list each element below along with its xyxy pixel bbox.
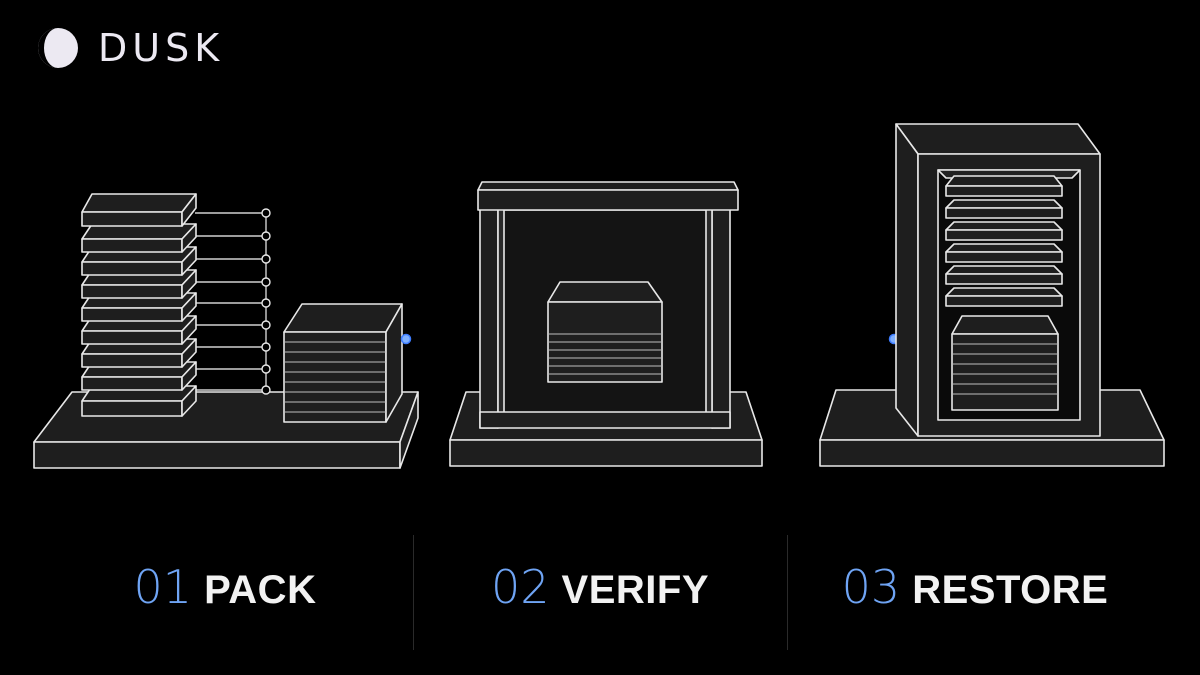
step-label: VERIFY bbox=[561, 568, 710, 612]
packed-cube bbox=[283, 303, 403, 423]
shelf bbox=[945, 221, 1063, 241]
restored-cube bbox=[951, 315, 1059, 411]
verified-cube bbox=[547, 281, 663, 383]
shelf bbox=[945, 265, 1063, 285]
step-number: 01 bbox=[133, 560, 193, 614]
step-number: 02 bbox=[490, 560, 550, 614]
shelf bbox=[945, 243, 1063, 263]
brand-name: DUSK bbox=[98, 26, 225, 70]
step-number: 03 bbox=[841, 560, 901, 614]
restore-shelves bbox=[945, 175, 1063, 307]
pack-connector-rail bbox=[195, 212, 267, 391]
pack-station bbox=[33, 193, 419, 469]
frame-pillar-left bbox=[479, 207, 505, 429]
frame-pillar-right bbox=[705, 207, 731, 429]
step-divider bbox=[413, 535, 414, 650]
shelf bbox=[945, 175, 1063, 197]
shelf bbox=[945, 199, 1063, 219]
plate bbox=[81, 193, 197, 227]
step-pack: 01 PACK bbox=[45, 560, 405, 630]
step-label: PACK bbox=[204, 568, 317, 612]
step-label: RESTORE bbox=[912, 568, 1109, 612]
verify-station bbox=[449, 181, 763, 467]
plate bbox=[81, 246, 197, 276]
connector-pack-verify bbox=[400, 333, 484, 345]
step-divider bbox=[787, 535, 788, 650]
brand-logo: DUSK bbox=[36, 26, 224, 70]
pack-connector-nodes bbox=[261, 208, 271, 395]
connector-verify-restore bbox=[730, 333, 900, 345]
frame-top-beam bbox=[477, 181, 739, 211]
step-verify: 02 VERIFY bbox=[420, 560, 780, 630]
moon-icon bbox=[38, 28, 78, 68]
pack-plate-tower bbox=[81, 193, 197, 417]
restore-station bbox=[819, 123, 1165, 467]
process-illustration bbox=[33, 123, 1165, 469]
step-restore: 03 RESTORE bbox=[795, 560, 1155, 630]
plate bbox=[81, 223, 197, 253]
shelf bbox=[945, 287, 1063, 307]
